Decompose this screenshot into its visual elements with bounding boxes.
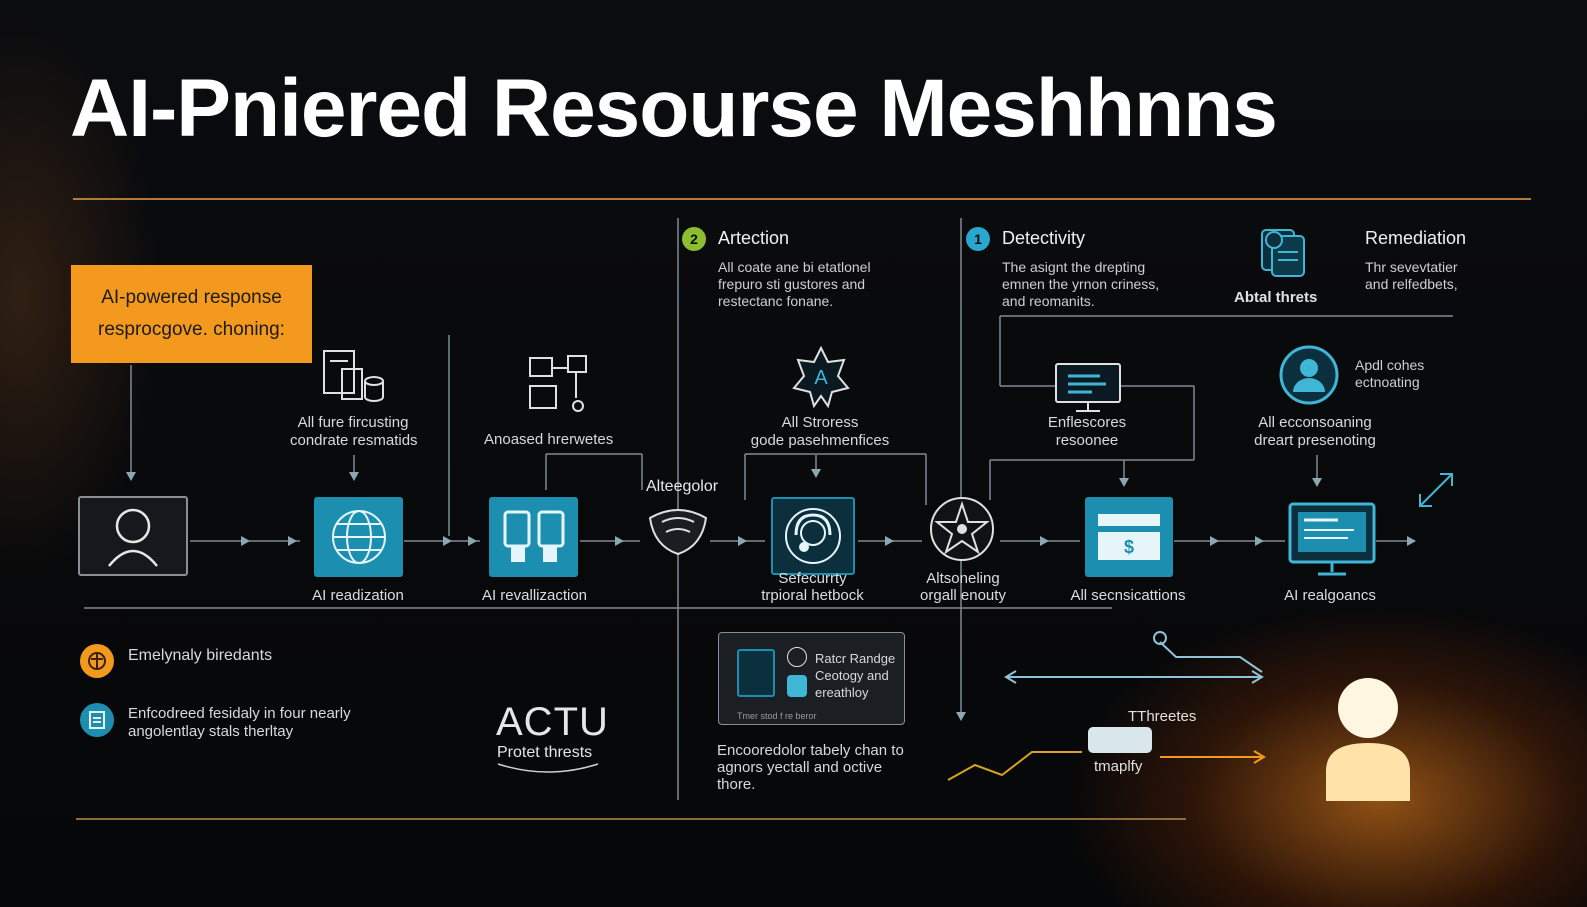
card-app-icon [737, 649, 775, 697]
section-badge-2: 2 [682, 227, 706, 251]
card-caption: Tmer stod f re beror [737, 711, 817, 721]
title-divider [73, 198, 1531, 200]
svg-text:A: A [814, 367, 828, 389]
globe-node [314, 497, 403, 577]
card-person-icon [787, 675, 807, 697]
user-icon [108, 508, 158, 567]
devices-node [489, 497, 578, 577]
card-gear-icon [787, 647, 807, 667]
section-text-remediation: Thr sevevtatier and relfedbets, [1365, 259, 1458, 292]
info-card: Ratcr Randge Ceotogy and ereathloy Tmer … [718, 632, 905, 725]
legend-orange-icon [80, 644, 114, 678]
threat-subtext: tmaplfy [1094, 758, 1143, 775]
callout-box: AI-powered response resprocgove. choning… [71, 265, 312, 363]
anoased-text: Anoased hrerwetes [484, 431, 614, 448]
legend-item-1: Emelynaly biredants [128, 647, 273, 664]
page-title: AI-Pniered Resourse Meshhnns [70, 63, 1278, 154]
section-badge-1: 1 [966, 227, 990, 251]
alteegolor-label: Alteegolor [646, 478, 719, 495]
glowing-user-icon [1322, 676, 1414, 801]
section-heading-artection: Artection [718, 228, 790, 248]
section-heading-remediation: Remediation [1365, 228, 1467, 248]
dashboard-monitor-icon [1288, 502, 1376, 578]
section-text-detectivity: The asignt the drepting emnen the yrnon … [1002, 259, 1160, 309]
all-storess-text: All Stroress gode pasehmenfices [750, 414, 890, 449]
devices-icon [503, 510, 564, 562]
support-agent-node [771, 497, 855, 575]
flow-label-2: AI revallizaction [481, 587, 588, 604]
section-text-artection: All coate ane bi etatlonel frepuro sti g… [718, 259, 871, 309]
payment-node: $ [1085, 497, 1173, 577]
flow-label-5: All secnsicattions [1070, 587, 1186, 604]
payment-card-icon: $ [1098, 514, 1160, 560]
globe-icon [331, 510, 386, 564]
logo-subtitle: Protet thrests [497, 744, 593, 761]
legend-blue-icon [80, 703, 114, 737]
logo-mark: ACTU [496, 700, 609, 744]
section-heading-detectivity: Detectivity [1002, 228, 1086, 248]
abtal-threts-label: Abtal threts [1234, 289, 1318, 306]
ai-star-icon: A [790, 345, 852, 409]
user-node [78, 496, 188, 576]
legend-item-2: Enfcodreed fesidaly in four nearly angol… [128, 705, 351, 740]
network-devices-icon [526, 352, 592, 414]
apdl-text: Apdl cohes ectnoating [1355, 357, 1425, 390]
callout-line-1: AI-powered response [101, 287, 282, 308]
threat-server-icon [1088, 727, 1152, 753]
bottom-divider [76, 818, 1186, 820]
shield-icon [648, 504, 708, 556]
user-profile-icon [1278, 344, 1340, 406]
ai-forecasting-text: All fure fircusting condrate resmatids [290, 414, 418, 449]
flow-label-3: Sefecurrty trpioral hetbock [761, 570, 864, 604]
enfiescores-text: Enflescores resoonee [1047, 414, 1127, 449]
document-stack-icon [1256, 222, 1314, 280]
flow-label-1: AI readization [312, 587, 404, 604]
flow-label-4: Altsoneling orgall enouty [920, 570, 1006, 604]
all-econsoaning-text: All ecconsoaning dreart presenoting [1254, 414, 1376, 449]
server-stack-icon [320, 345, 386, 405]
compass-star-icon [929, 496, 995, 562]
callout-line-2: resprocgove. choning: [98, 319, 285, 340]
threat-label: TThreetes [1128, 708, 1197, 725]
svg-text:$: $ [1124, 537, 1134, 557]
bottom-description: Encooredolor tabely chan to agnors yecta… [717, 742, 904, 793]
headset-agent-icon [785, 508, 841, 564]
flow-label-6: AI realgoancs [1284, 587, 1376, 604]
monitor-icon [1054, 362, 1122, 414]
card-text: Ratcr Randge Ceotogy and ereathloy [815, 651, 896, 700]
